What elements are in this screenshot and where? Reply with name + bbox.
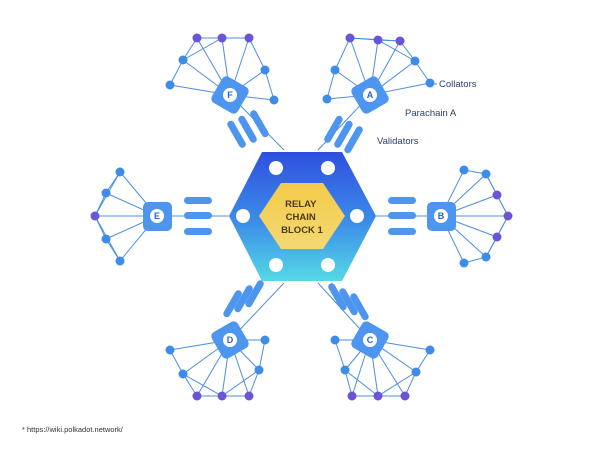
validator-bar (250, 110, 269, 138)
relay-line-3: BLOCK 1 (281, 225, 323, 236)
validator-bar (344, 126, 363, 154)
parachain-d-letter: D (227, 335, 234, 345)
parachain-f-letter: F (227, 90, 233, 100)
parachain-b-letter: B (438, 211, 445, 221)
validator-bar (184, 212, 212, 219)
parachain-d: D (165, 280, 285, 401)
collators-label: Collators (439, 79, 477, 90)
validator-slot (321, 258, 335, 272)
validator-bar (334, 120, 353, 148)
parachain-e-letter: E (154, 211, 160, 221)
validator-bar (223, 290, 242, 318)
parachain-f: F (165, 33, 285, 151)
validator-bar (324, 115, 343, 143)
relay-line-1: RELAY (285, 199, 317, 210)
validator-slot (236, 209, 250, 223)
validator-slot (350, 209, 364, 223)
validator-bar (184, 197, 212, 204)
validators-label: Validators (377, 136, 419, 147)
validator-slot (321, 161, 335, 175)
relay-chain-text: RELAY CHAIN BLOCK 1 (281, 199, 323, 236)
footnote: * https://wiki.polkadot.network/ (22, 425, 123, 434)
validator-slot (269, 258, 283, 272)
validator-bar (227, 120, 246, 148)
parachain-a-letter: A (367, 90, 374, 100)
relay-line-2: CHAIN (286, 212, 316, 223)
validator-bar (339, 288, 358, 316)
validator-bar (184, 228, 212, 235)
parachain-a: A (317, 33, 435, 154)
parachain-c-letter: C (367, 335, 374, 345)
parachain-e: E (90, 167, 229, 266)
validator-bar (238, 115, 257, 143)
validator-bar (350, 293, 369, 321)
validator-bar (245, 280, 264, 308)
validator-slot (269, 161, 283, 175)
relay-block-hexagon (259, 183, 345, 249)
parachain-label: Parachain A (405, 108, 457, 119)
validator-bar (388, 228, 416, 235)
validator-bar (388, 197, 416, 204)
parachain-c: C (317, 282, 435, 401)
parachain-b: B (376, 165, 513, 268)
validator-bar (234, 285, 253, 313)
validator-bar (388, 212, 416, 219)
validator-bar (328, 283, 347, 311)
